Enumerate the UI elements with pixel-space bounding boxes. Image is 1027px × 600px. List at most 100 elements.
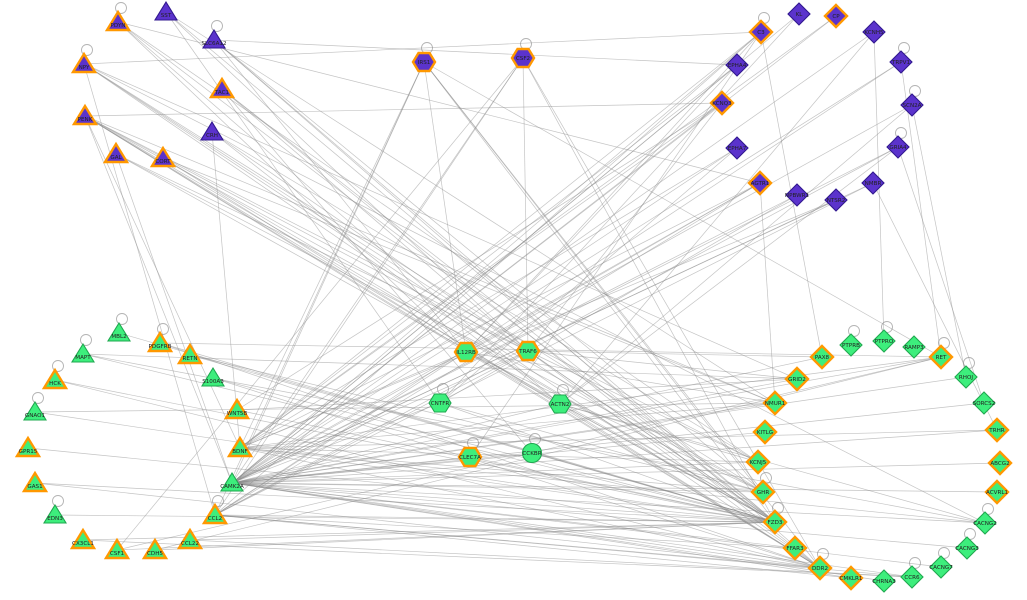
node-MBL2[interactable]: MBL2 bbox=[107, 321, 131, 342]
node-NMBR[interactable]: NMBR bbox=[861, 171, 885, 195]
node-shape[interactable] bbox=[823, 3, 849, 29]
node-shape[interactable] bbox=[709, 90, 735, 116]
node-shape[interactable] bbox=[838, 565, 864, 591]
node-shape[interactable] bbox=[972, 391, 996, 415]
node-ABCG2[interactable]: ABCG2 bbox=[987, 450, 1013, 476]
node-shape[interactable] bbox=[973, 511, 997, 535]
node-shape[interactable] bbox=[21, 470, 49, 493]
node-SST[interactable]: SST bbox=[154, 0, 178, 21]
node-GPR15[interactable]: GPR15 bbox=[14, 435, 42, 458]
node-RAMP3[interactable]: RAMP3 bbox=[902, 335, 926, 359]
node-shape[interactable] bbox=[457, 446, 483, 468]
node-shape[interactable] bbox=[872, 329, 896, 353]
node-CACNG7[interactable]: CACNG7 bbox=[929, 555, 953, 579]
node-shape[interactable] bbox=[787, 2, 811, 26]
node-CP[interactable]: CP bbox=[823, 3, 849, 29]
node-GRID2[interactable]: GRID2 bbox=[784, 366, 810, 392]
node-shape[interactable] bbox=[223, 397, 251, 420]
node-shape[interactable] bbox=[200, 120, 224, 141]
node-shape[interactable] bbox=[824, 188, 848, 212]
node-KCNQ3[interactable]: KCNQ3 bbox=[709, 90, 735, 116]
node-shape[interactable] bbox=[839, 333, 863, 357]
node-shape[interactable] bbox=[201, 502, 229, 525]
node-shape[interactable] bbox=[428, 393, 452, 413]
node-shape[interactable] bbox=[889, 50, 913, 74]
node-TRAF6[interactable]: TRAF6 bbox=[515, 340, 541, 362]
node-shape[interactable] bbox=[782, 535, 808, 561]
node-shape[interactable] bbox=[900, 93, 924, 117]
node-shape[interactable] bbox=[176, 527, 204, 550]
node-KCNH5[interactable]: KCNH5 bbox=[862, 20, 886, 44]
node-RHOJ[interactable]: RHOJ bbox=[954, 365, 978, 389]
node-WNT5B[interactable]: WNT5B bbox=[223, 397, 251, 420]
node-shape[interactable] bbox=[70, 51, 98, 74]
node-shape[interactable] bbox=[725, 136, 749, 160]
node-shape[interactable] bbox=[208, 76, 236, 99]
node-shape[interactable] bbox=[861, 171, 885, 195]
node-CCR6[interactable]: CCR6 bbox=[900, 565, 924, 589]
node-shape[interactable] bbox=[521, 442, 543, 464]
node-shape[interactable] bbox=[954, 365, 978, 389]
node-shape[interactable] bbox=[515, 340, 541, 362]
node-shape[interactable] bbox=[154, 0, 178, 21]
node-ACVRL1[interactable]: ACVRL1 bbox=[984, 479, 1010, 505]
node-ACTN2[interactable]: ACTN2 bbox=[548, 394, 572, 414]
node-AGTR1[interactable]: AGTR1 bbox=[747, 170, 773, 196]
node-PDYN[interactable]: PDYN bbox=[104, 9, 132, 32]
node-CSF2[interactable]: CSF2 bbox=[510, 47, 536, 69]
node-CACNG3[interactable]: CACNG3 bbox=[955, 536, 979, 560]
node-shape[interactable] bbox=[928, 344, 954, 370]
node-shape[interactable] bbox=[784, 366, 810, 392]
node-TRPV1[interactable]: TRPV1 bbox=[889, 50, 913, 74]
node-PTPRB[interactable]: PTPRB bbox=[839, 333, 863, 357]
node-shape[interactable] bbox=[807, 555, 833, 581]
node-shape[interactable] bbox=[146, 330, 174, 353]
node-shape[interactable] bbox=[862, 20, 886, 44]
node-shape[interactable] bbox=[23, 400, 47, 421]
node-NTSR2[interactable]: NTSR2 bbox=[824, 188, 848, 212]
node-CCL22[interactable]: CCL22 bbox=[176, 527, 204, 550]
node-shape[interactable] bbox=[955, 536, 979, 560]
node-GRIA4[interactable]: GRIA4 bbox=[886, 135, 910, 159]
node-shape[interactable] bbox=[510, 47, 536, 69]
node-shape[interactable] bbox=[785, 183, 809, 207]
node-MAPT[interactable]: MAPT bbox=[71, 342, 95, 363]
node-FFAR3[interactable]: FFAR3 bbox=[782, 535, 808, 561]
node-GAS1[interactable]: GAS1 bbox=[21, 470, 49, 493]
node-shape[interactable] bbox=[411, 51, 437, 73]
node-PAX8[interactable]: PAX8 bbox=[809, 344, 835, 370]
node-shape[interactable] bbox=[71, 103, 99, 126]
node-shape[interactable] bbox=[752, 419, 778, 445]
node-shape[interactable] bbox=[201, 366, 225, 387]
node-shape[interactable] bbox=[872, 569, 896, 593]
node-SCN2A[interactable]: SCN2A bbox=[900, 93, 924, 117]
node-KITLG[interactable]: KITLG bbox=[752, 419, 778, 445]
node-GNAO1[interactable]: GNAO1 bbox=[23, 400, 47, 421]
node-shape[interactable] bbox=[149, 145, 177, 168]
node-RET[interactable]: RET bbox=[928, 344, 954, 370]
node-shape[interactable] bbox=[202, 28, 226, 49]
node-NPBWR1[interactable]: NPBWR1 bbox=[785, 183, 810, 207]
node-PENK[interactable]: PENK bbox=[71, 103, 99, 126]
node-SLC6A12[interactable]: SLC6A12 bbox=[201, 28, 227, 49]
node-CLEC7A[interactable]: CLEC7A bbox=[457, 446, 483, 468]
node-SORCS2[interactable]: SORCS2 bbox=[972, 391, 996, 415]
node-CSF1[interactable]: CSF1 bbox=[103, 537, 131, 560]
node-CX3CL1[interactable]: CX3CL1 bbox=[69, 527, 97, 550]
node-shape[interactable] bbox=[41, 367, 69, 390]
node-shape[interactable] bbox=[548, 394, 572, 414]
node-shape[interactable] bbox=[69, 527, 97, 550]
node-shape[interactable] bbox=[762, 509, 788, 535]
node-CHRNA3[interactable]: CHRNA3 bbox=[872, 569, 896, 593]
node-EDN3[interactable]: EDN3 bbox=[43, 503, 67, 524]
node-shape[interactable] bbox=[107, 321, 131, 342]
node-shape[interactable] bbox=[141, 537, 169, 560]
node-CCL2[interactable]: CCL2 bbox=[201, 502, 229, 525]
node-shape[interactable] bbox=[984, 417, 1010, 443]
node-IL12RB[interactable]: IL12RB bbox=[453, 341, 479, 363]
node-PTPRO[interactable]: PTPRO bbox=[872, 329, 896, 353]
node-shape[interactable] bbox=[725, 53, 749, 77]
node-shape[interactable] bbox=[176, 342, 204, 365]
node-shape[interactable] bbox=[809, 344, 835, 370]
node-KL[interactable]: KL bbox=[787, 2, 811, 26]
